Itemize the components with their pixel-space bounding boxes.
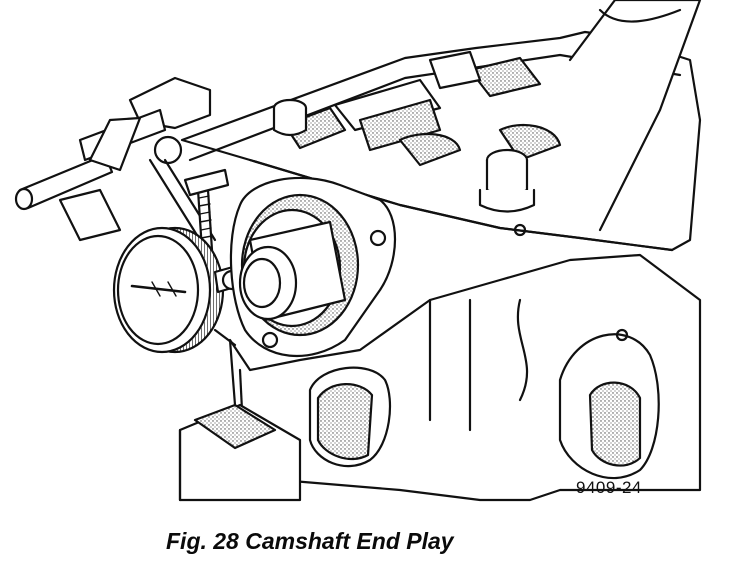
timing-cover-edge — [568, 0, 702, 232]
figure-caption: Fig. 28 Camshaft End Play — [166, 528, 454, 554]
camshaft-front-housing — [229, 176, 396, 358]
dial-indicator — [112, 226, 244, 354]
cylinder-head — [180, 30, 702, 252]
base-block — [178, 403, 302, 502]
figure-reference-code: 9409-24 — [576, 478, 642, 497]
indicator-mounting-rod — [14, 76, 230, 252]
